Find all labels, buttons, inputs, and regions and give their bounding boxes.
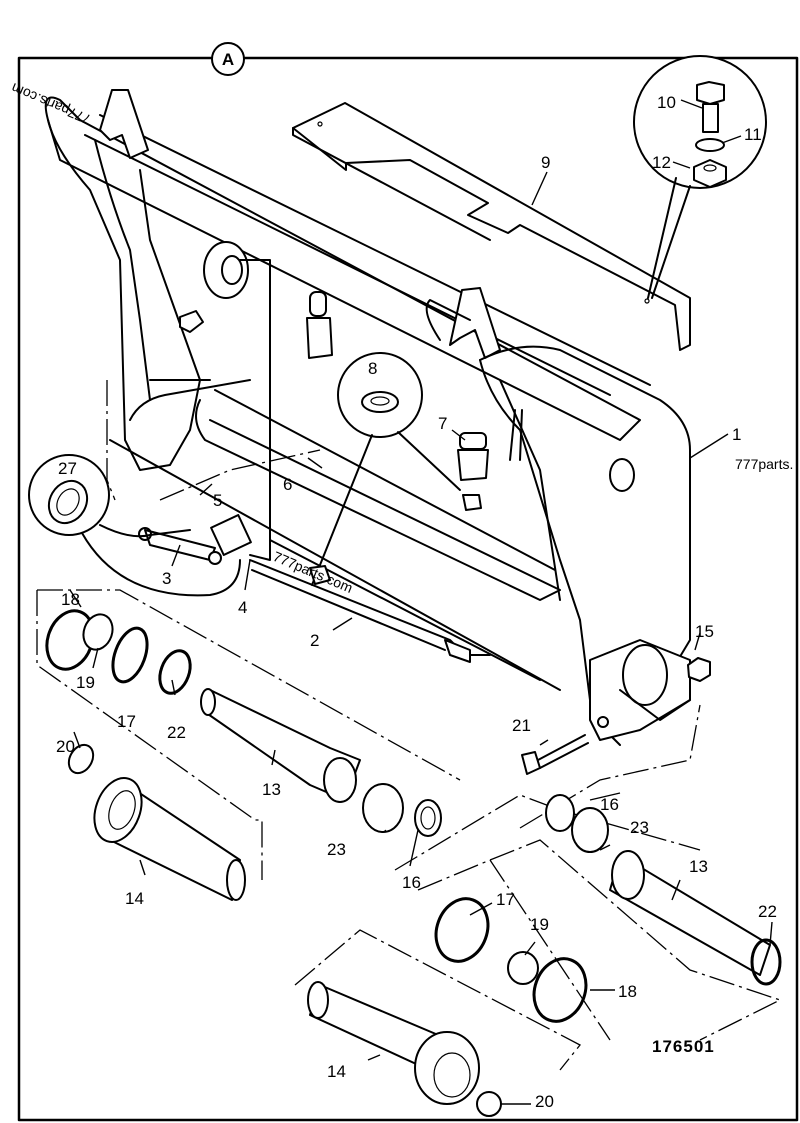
assembly-guide-lines [36,380,782,1071]
callout-4: 4 [238,598,247,617]
callout-11: 11 [744,125,762,144]
callout-12: 12 [652,153,671,172]
callout-9: 9 [541,153,550,172]
callout-14a: 14 [125,889,144,908]
nut-12 [693,159,727,188]
collar-23b [571,807,609,853]
seal-8 [361,391,399,413]
leader-lines [69,99,773,1105]
bolt-detail-circle [633,55,767,299]
bush-16a [414,799,442,837]
callout-20b: 20 [535,1092,554,1111]
callout-6: 6 [283,475,292,494]
seal-detail-circle [311,352,461,586]
nut-15 [687,657,711,682]
flange-14b [414,1031,480,1105]
callout-19b: 19 [530,915,549,934]
bush-19a [82,613,114,651]
o-ring-17a [111,626,149,684]
hydraulic-fittings [138,291,491,663]
watermark-center: 777parts.com [271,548,355,596]
diagram-frame: A [17,42,799,1122]
callout-8: 8 [368,359,377,378]
o-ring-17b [434,897,490,963]
callout-15: 15 [695,622,714,641]
pin-assembly-right [307,657,782,1117]
callout-3: 3 [162,569,171,588]
o-ring-22b [750,938,782,986]
figure-number: 176501 [652,1037,715,1056]
callout-27: 27 [58,459,77,478]
callout-10: 10 [657,93,676,112]
callout-1: 1 [732,425,741,444]
callout-17a: 17 [117,712,136,731]
callout-23b: 23 [630,818,649,837]
callout-14b: 14 [327,1062,346,1081]
pin-assembly-left [45,609,442,901]
seal-20a [67,743,95,775]
callout-13b: 13 [689,857,708,876]
callout-16b: 16 [600,795,619,814]
callout-23a: 23 [327,840,346,859]
callout-17b: 17 [496,890,515,909]
callout-5: 5 [213,491,222,510]
strip-plate-part-9 [292,102,691,351]
washer-11 [695,138,725,152]
o-ring-22a [158,649,192,695]
seal-20b [476,1091,502,1117]
callout-18a: 18 [61,590,80,609]
callout-2: 2 [310,631,319,650]
callout-19a: 19 [76,673,95,692]
callout-13a: 13 [262,780,281,799]
callout-20a: 20 [56,737,75,756]
callout-22a: 22 [167,723,186,742]
collar-23a [362,783,404,833]
callout-18b: 18 [618,982,637,1001]
callout-7: 7 [438,414,447,433]
view-marker-circle [211,42,245,76]
callout-16a: 16 [402,873,421,892]
bush-19b [507,951,539,985]
seal-detail-circle-27 [28,454,241,597]
bolt-10 [696,81,725,105]
callout-22b: 22 [758,902,777,921]
watermark-top-left: 777parts.com [9,80,93,128]
watermark-right: 777parts. [735,456,793,472]
view-label: A [222,50,234,69]
bush-16b [545,794,575,832]
bolt-21-head [521,751,541,775]
o-ring-18b [532,957,588,1023]
callout-labels: 1 2 3 4 5 6 7 8 9 10 11 12 13 13 14 14 1… [56,93,777,1111]
callout-21: 21 [512,716,531,735]
hitch-frame-part-1 [44,89,691,746]
